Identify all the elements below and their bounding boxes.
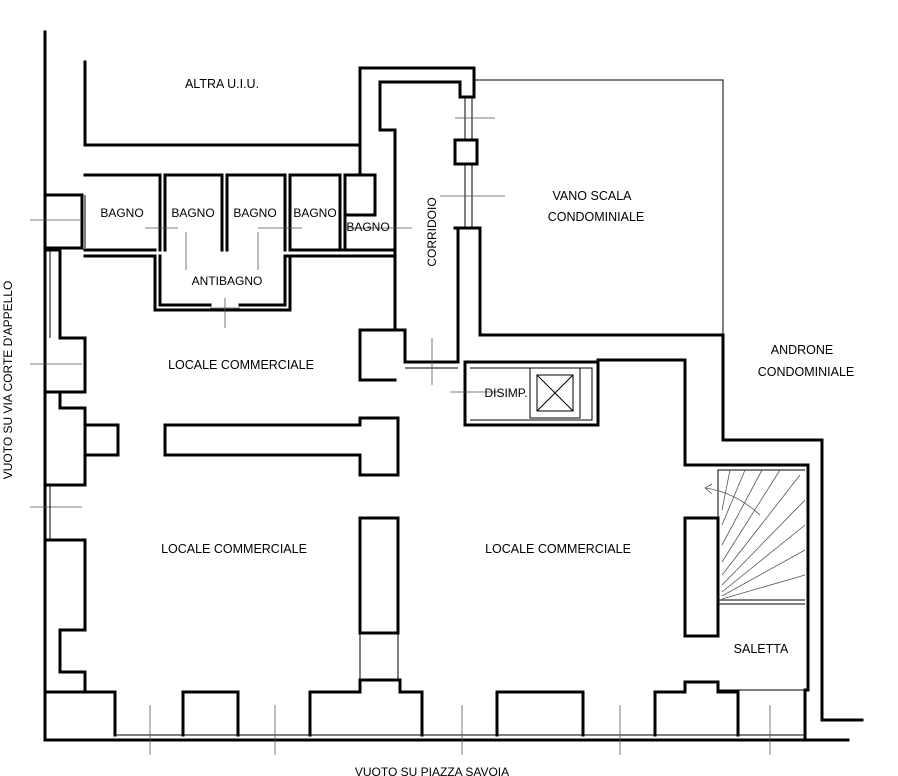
saletta-stair — [704, 469, 806, 691]
corridor-walls — [405, 97, 505, 385]
window-markers — [30, 219, 771, 755]
label-left-side: VUOTO SU VIA CORTE D'APPELLO — [1, 281, 15, 480]
label-corridoio: CORRIDOIO — [425, 197, 439, 266]
label-bagno-3: BAGNO — [233, 206, 276, 220]
label-altra-uiu: ALTRA U.I.U. — [185, 77, 259, 91]
label-bagno-4: BAGNO — [293, 206, 336, 220]
label-locale-commerciale-right: LOCALE COMMERCIALE — [485, 542, 631, 556]
label-vano-scala-1: VANO SCALA — [553, 189, 633, 203]
bathrooms-block — [83, 173, 412, 382]
room-labels: ALTRA U.I.U. BAGNO BAGNO BAGNO BAGNO BAG… — [100, 77, 854, 656]
disimpegno-block — [450, 360, 600, 421]
label-bagno-2: BAGNO — [171, 206, 214, 220]
label-locale-commerciale-top: LOCALE COMMERCIALE — [168, 358, 314, 372]
label-locale-commerciale-left: LOCALE COMMERCIALE — [161, 542, 307, 556]
label-disimp: DISIMP. — [484, 386, 527, 400]
interior-partitions — [83, 416, 720, 680]
label-androne-2: CONDOMINIALE — [758, 365, 855, 379]
label-bottom-side: VUOTO SU PIAZZA SAVOIA — [355, 765, 509, 776]
surrounding-labels: VUOTO SU VIA CORTE D'APPELLO VUOTO SU PI… — [1, 281, 509, 776]
label-saletta: SALETTA — [734, 642, 789, 656]
label-antibagno: ANTIBAGNO — [192, 274, 263, 288]
label-vano-scala-2: CONDOMINIALE — [548, 210, 645, 224]
label-bagno-5: BAGNO — [346, 220, 389, 234]
upper-boundary-walls — [83, 60, 476, 364]
label-bagno-1: BAGNO — [100, 206, 143, 220]
label-androne-1: ANDRONE — [771, 343, 834, 357]
perimeter-walls — [43, 30, 864, 742]
